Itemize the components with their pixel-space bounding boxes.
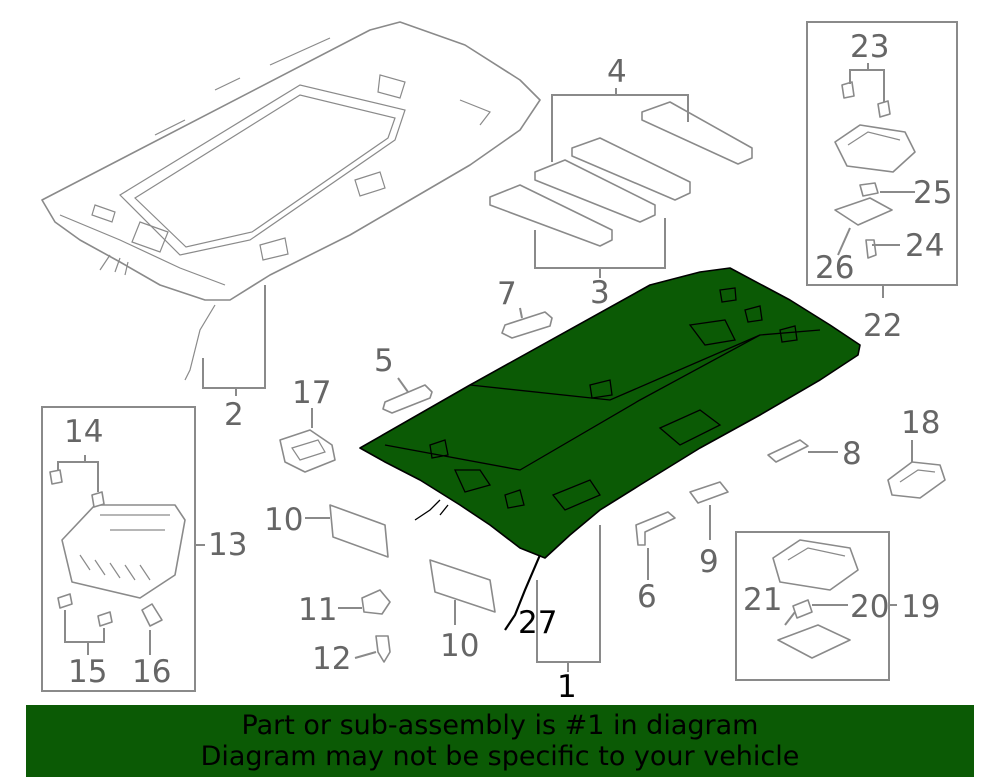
part-11-clip	[361, 589, 391, 615]
callout-21: 21	[743, 582, 782, 618]
panel-3b	[534, 159, 656, 223]
callout-16: 16	[132, 654, 171, 690]
callout-13: 13	[208, 527, 247, 563]
box-19-lamp	[735, 531, 890, 681]
part-5-grip	[382, 384, 433, 414]
callout-24: 24	[905, 228, 944, 264]
panel-3a	[489, 184, 613, 247]
part-10-visor-a	[329, 504, 389, 558]
part-13-console	[61, 504, 186, 599]
part-17-lamp	[279, 429, 336, 473]
callout-9: 9	[699, 544, 719, 580]
part-10-visor-b	[429, 559, 496, 613]
part-14-clip-a	[49, 469, 63, 485]
callout-3: 3	[590, 275, 610, 311]
part-20-bulb	[792, 599, 813, 619]
part-7-grip	[501, 311, 553, 339]
callout-27: 27	[518, 605, 557, 641]
callout-10-visor-a: 10	[264, 502, 303, 538]
callout-19: 19	[901, 589, 940, 625]
callout-5: 5	[374, 343, 394, 379]
part-25-bulb	[859, 182, 879, 197]
callout-4: 4	[607, 54, 627, 90]
part-19-lamp	[772, 539, 859, 591]
part-26-lens	[834, 197, 893, 226]
part-24-screw	[865, 239, 877, 259]
part-14-clip-b	[91, 491, 105, 508]
callout-labels: 1 2 3 4 5 6 7 8 9 10 10 11 12 13 14 15 1…	[64, 29, 952, 705]
callout-14: 14	[64, 414, 103, 450]
headliner-main-part-1	[359, 267, 861, 631]
part-15-bulb-a	[57, 593, 73, 609]
callout-22: 22	[863, 308, 902, 344]
part-9-lamp	[689, 481, 729, 504]
leader-lines	[57, 63, 915, 672]
callout-23: 23	[850, 29, 889, 65]
part-6-grip	[635, 511, 676, 546]
callout-26: 26	[815, 250, 854, 286]
callout-2: 2	[224, 397, 244, 433]
callout-10-visor-b: 10	[440, 628, 479, 664]
part-23-clip-b	[877, 100, 891, 118]
callout-1: 1	[557, 669, 577, 705]
banner-line-2: Diagram may not be specific to your vehi…	[200, 741, 800, 772]
part-12-bolt	[375, 635, 391, 663]
callout-20: 20	[850, 589, 889, 625]
callout-11: 11	[298, 592, 337, 628]
callout-15: 15	[68, 654, 107, 690]
callout-6: 6	[637, 579, 657, 615]
callout-17: 17	[292, 375, 331, 411]
part-16-bulb	[141, 603, 163, 627]
disclaimer-banner: Part or sub-assembly is #1 in diagram Di…	[26, 705, 974, 777]
part-21-lens	[777, 624, 851, 659]
part-22-lamp	[834, 124, 916, 173]
part-18-lamp	[887, 461, 946, 499]
part-8-grip	[767, 439, 809, 463]
panel-4a	[571, 137, 691, 201]
callout-7: 7	[497, 276, 517, 312]
part-23-clip-a	[841, 81, 855, 99]
callout-18: 18	[901, 405, 940, 441]
box-13-console	[41, 406, 196, 692]
headliner-reference-outline	[41, 21, 541, 381]
banner-line-1: Part or sub-assembly is #1 in diagram	[241, 710, 759, 741]
callout-12: 12	[312, 641, 351, 677]
callout-8: 8	[842, 436, 862, 472]
callout-25: 25	[913, 175, 952, 211]
part-15-bulb-b	[97, 611, 113, 627]
sunshade-panels	[489, 101, 753, 247]
panel-4b	[641, 101, 753, 165]
